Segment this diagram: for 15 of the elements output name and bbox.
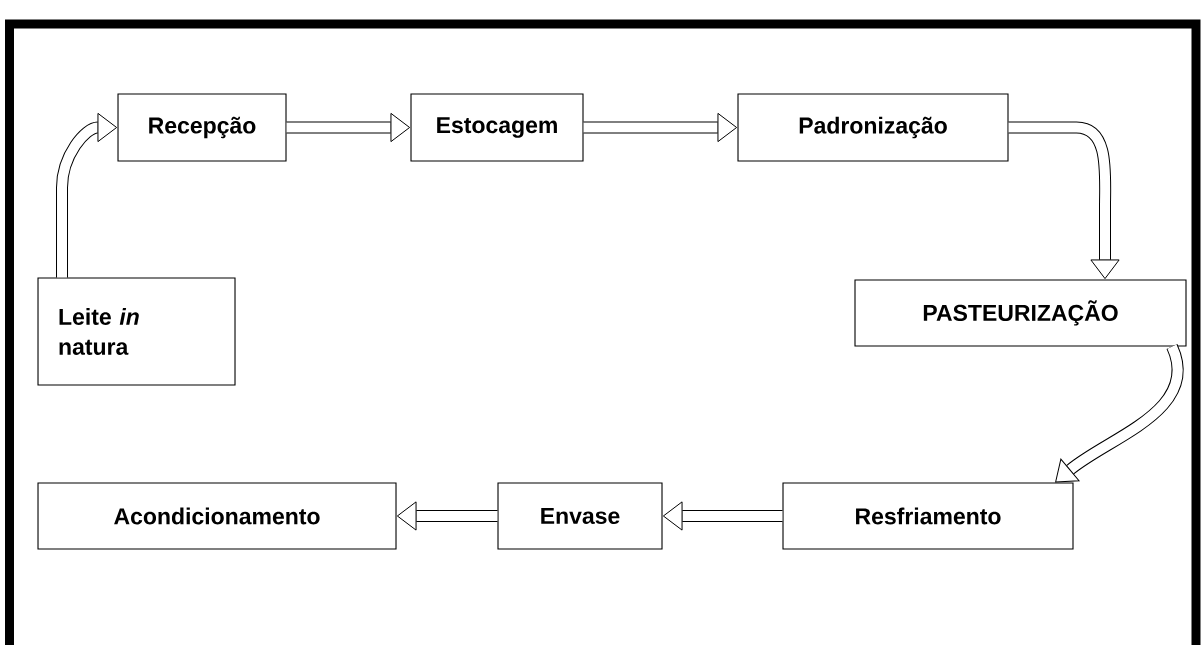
block-arrow (56, 112, 118, 278)
process-box: Acondicionamento (37, 482, 397, 550)
block-arrow (1055, 344, 1184, 483)
block-arrow (1008, 121, 1120, 280)
process-box: Leite in natura (37, 277, 236, 386)
block-arrow (662, 501, 783, 531)
block-arrow (286, 112, 411, 143)
process-box: Envase (497, 482, 663, 550)
process-box: Resfriamento (782, 482, 1074, 550)
process-box: Recepção (117, 93, 287, 162)
process-box: Estocagem (410, 93, 584, 162)
process-box: PASTEURIZAÇÃO (854, 279, 1187, 347)
process-box: Padronização (737, 93, 1009, 162)
block-arrow (583, 112, 738, 143)
block-arrow (396, 501, 498, 531)
